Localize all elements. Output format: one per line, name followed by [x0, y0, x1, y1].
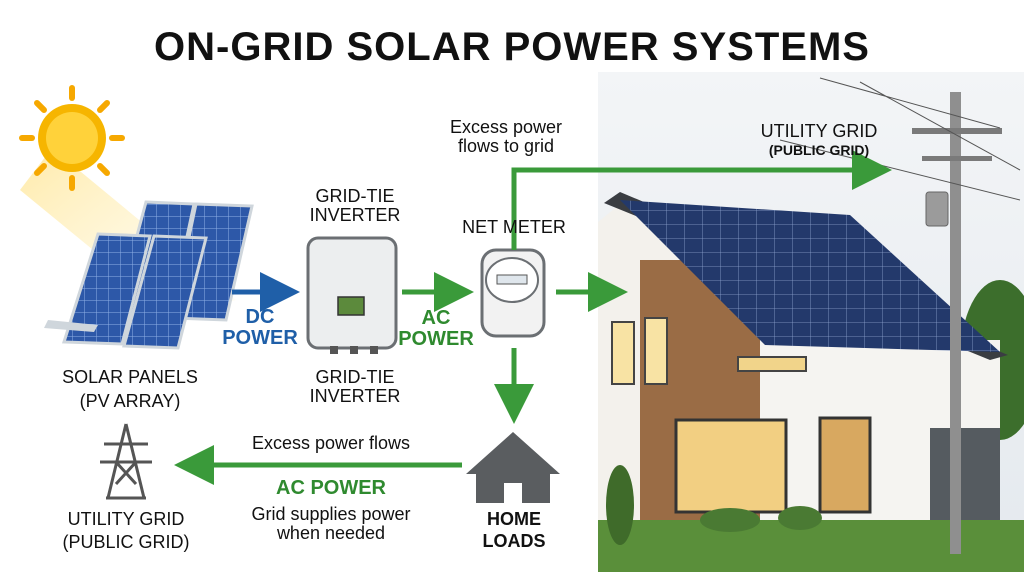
- dc-power-label-line1: DC: [210, 307, 310, 328]
- ac-power-label-line2: POWER: [386, 329, 486, 350]
- excess-power-top-line2: flows to grid: [424, 137, 588, 156]
- inverter-bottom-label: GRID-TIE INVERTER: [295, 368, 415, 406]
- utility-grid-left-line2: (PUBLIC GRID): [46, 533, 206, 552]
- excess-power-top-line1: Excess power: [424, 118, 588, 137]
- transformer: [926, 192, 948, 226]
- front-door: [820, 418, 870, 512]
- home-loads-label-line2: LOADS: [464, 532, 564, 551]
- grid-tie-inverter-icon: [308, 238, 396, 354]
- ac-power-label-line1: AC: [386, 308, 486, 329]
- shrub: [778, 506, 822, 530]
- utility-grid-right-label: UTILITY GRID (PUBLIC GRID): [744, 122, 894, 158]
- grid-supplies-label: Grid supplies power when needed: [226, 505, 436, 543]
- home-loads-label-line1: HOME: [464, 510, 564, 529]
- ac-power-bottom-label: AC POWER: [256, 478, 406, 499]
- solar-panels-label-line1: SOLAR PANELS: [40, 368, 220, 387]
- utility-pole: [950, 92, 961, 554]
- garage-door: [930, 428, 1000, 520]
- utility-tower-icon: [100, 424, 152, 498]
- excess-power-bottom-label: Excess power flows: [226, 434, 436, 453]
- utility-grid-right-line1: UTILITY GRID: [744, 122, 894, 141]
- utility-grid-left-line1: UTILITY GRID: [46, 510, 206, 529]
- inverter-bottom-label-line2: INVERTER: [295, 387, 415, 406]
- living-room-window: [676, 420, 786, 512]
- inverter-bottom-label-line1: GRID-TIE: [295, 368, 415, 387]
- inverter-top-label-line2: INVERTER: [295, 206, 415, 225]
- ac-power-label: AC POWER: [386, 308, 486, 350]
- home-loads-label: HOME LOADS: [464, 510, 564, 551]
- window: [612, 322, 634, 384]
- pole-crossarm: [912, 128, 1002, 134]
- shrub: [606, 465, 634, 545]
- shrub: [700, 508, 760, 532]
- utility-grid-left-label: UTILITY GRID (PUBLIC GRID): [46, 510, 206, 552]
- page-title: ON-GRID SOLAR POWER SYSTEMS: [0, 26, 1024, 68]
- grid-supplies-line2: when needed: [226, 524, 436, 543]
- net-meter-label: NET METER: [452, 218, 576, 237]
- pole-crossarm: [922, 156, 992, 161]
- window: [645, 318, 667, 384]
- inverter-top-label: GRID-TIE INVERTER: [295, 187, 415, 225]
- inverter-top-label-line1: GRID-TIE: [295, 187, 415, 206]
- dc-power-label: DC POWER: [210, 307, 310, 349]
- grid-supplies-line1: Grid supplies power: [226, 505, 436, 524]
- window: [738, 357, 806, 371]
- utility-grid-right-line2: (PUBLIC GRID): [744, 143, 894, 158]
- excess-power-top-label: Excess power flows to grid: [424, 118, 588, 156]
- solar-panels-label: SOLAR PANELS (PV ARRAY): [40, 368, 220, 411]
- home-loads-icon: [466, 432, 560, 503]
- solar-panels-label-line2: (PV ARRAY): [40, 392, 220, 411]
- net-meter-icon: [482, 250, 544, 336]
- dc-power-label-line2: POWER: [210, 328, 310, 349]
